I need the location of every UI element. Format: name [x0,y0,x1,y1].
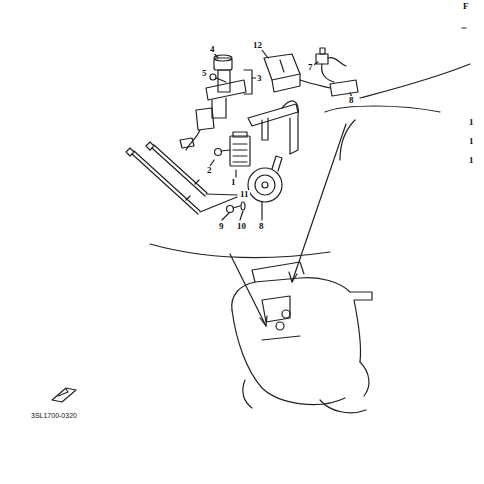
callout-number: 7 [307,63,314,72]
callout-number: 1 [468,118,475,127]
screw-washer [222,202,245,220]
callout-number: 3 [256,74,263,83]
callout-number: 1 [230,178,237,187]
location-arrows [230,124,346,326]
callout-number: 4 [209,45,216,54]
callout-number: 10 [236,222,247,231]
forward-icon [52,388,76,402]
long-bolts [126,142,237,214]
horn-bracket [248,101,298,154]
callout-number: 2 [206,166,213,175]
callout-number: 1 [468,156,475,165]
drawing-code: 3SL1700-0320 [30,412,78,419]
callout-number: 12 [252,41,263,50]
edge-ticks [462,27,466,28]
callout-number: 8 [348,96,355,105]
bracket-3 [244,70,252,94]
callout-number: F [462,2,470,11]
callout-number: 1 [468,137,475,146]
relay-group [262,48,358,97]
main-switch [180,52,246,150]
callout-number: 11 [239,190,250,199]
screw-5 [210,74,226,82]
horn [248,156,282,220]
bolt-2 [210,149,230,167]
rectifier-regulator [230,132,250,177]
scooter-outline [232,262,372,413]
callout-number: 5 [201,69,208,78]
callout-number: 8 [258,222,265,231]
callout-number: 9 [218,222,225,231]
